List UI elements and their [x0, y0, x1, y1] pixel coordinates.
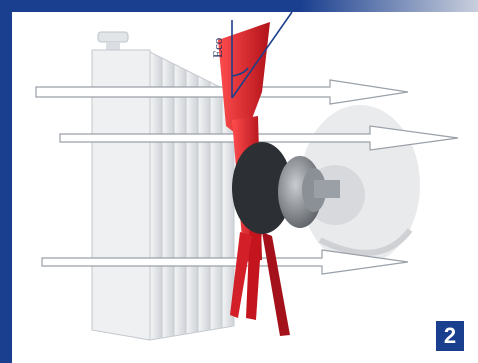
airflow-arrow-3 [41, 249, 409, 275]
motor-hub-icon [278, 156, 340, 228]
top-accent-fade [300, 0, 478, 12]
figure-number-badge: 2 [436, 321, 464, 351]
airflow-arrow-1 [35, 79, 409, 105]
left-accent-bar [0, 0, 12, 363]
airflow-arrows [35, 79, 459, 275]
radiator-icon [91, 31, 235, 341]
eco-label: Eco [210, 37, 225, 58]
eco-angle-indicator [231, 11, 293, 99]
airflow-arrow-2 [59, 125, 459, 151]
